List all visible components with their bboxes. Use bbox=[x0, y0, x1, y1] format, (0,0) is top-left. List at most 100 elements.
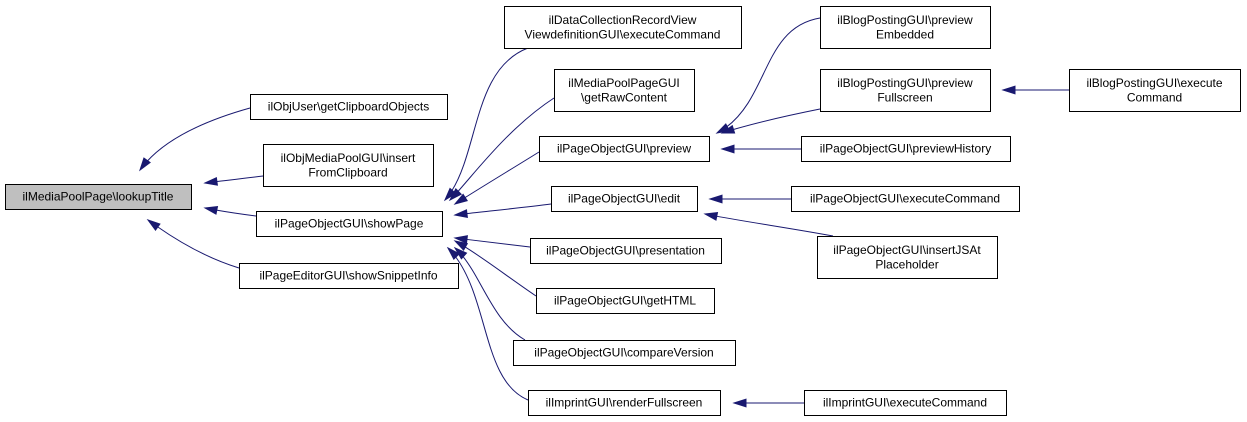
arrowhead bbox=[203, 176, 218, 186]
edge-line bbox=[704, 213, 834, 237]
node-box bbox=[5, 184, 192, 210]
edge-previewfullscreen-to-preview bbox=[720, 108, 821, 134]
edge-insertjsatplaceholder-to-edit bbox=[703, 212, 834, 237]
arrowhead bbox=[732, 398, 747, 408]
node-getrawcontent[interactable]: ilMediaPoolPageGUI\getRawContent bbox=[554, 69, 695, 112]
arrowhead bbox=[139, 157, 151, 172]
node-showsnippetinfo[interactable]: ilPageEditorGUI\showSnippetInfo bbox=[239, 263, 459, 289]
arrowhead bbox=[1001, 85, 1016, 95]
node-edit[interactable]: ilPageObjectGUI\edit bbox=[551, 186, 698, 212]
node-label: Placeholder bbox=[875, 257, 938, 271]
edge-previewhistory-to-preview bbox=[720, 144, 801, 154]
edge-dcexecutecommand-to-showpage bbox=[443, 47, 529, 202]
edge-line bbox=[204, 207, 257, 217]
edge-gethtml-to-showpage bbox=[453, 240, 537, 297]
node-label: ilBlogPostingGUI\execute bbox=[1086, 76, 1222, 90]
node-box bbox=[256, 211, 443, 237]
node-label: ilBlogPostingGUI\preview bbox=[837, 76, 973, 90]
edge-presentation-to-showpage bbox=[453, 235, 531, 248]
nodes-layer: ilMediaPoolPage\lookupTitle ilObjUser\get… bbox=[5, 6, 1241, 416]
arrowhead bbox=[146, 219, 161, 231]
edge-showpage-to-root bbox=[203, 206, 257, 217]
node-renderfullscreen[interactable]: ilImprintGUI\renderFullscreen bbox=[528, 390, 721, 416]
node-getclipboardobjects[interactable]: ilObjUser\getClipboardObjects bbox=[250, 94, 448, 120]
edge-renderfullscreen-to-showpage bbox=[446, 246, 529, 401]
arrowhead bbox=[203, 206, 219, 215]
arrowhead bbox=[448, 187, 463, 202]
node-label: ilPageObjectGUI\insertJSAt bbox=[833, 243, 981, 257]
node-box bbox=[504, 6, 742, 49]
node-compareversion[interactable]: ilPageObjectGUI\compareVersion bbox=[513, 340, 736, 366]
node-box bbox=[801, 136, 1011, 162]
node-label: ilPageObjectGUI\preview bbox=[557, 142, 691, 156]
node-label: ilPageObjectGUI\presentation bbox=[546, 244, 705, 258]
node-dcexecutecommand[interactable]: ilDataCollectionRecordViewViewdefinition… bbox=[504, 6, 742, 49]
node-label: ViewdefinitionGUI\executeCommand bbox=[525, 28, 721, 42]
node-label: ilObjMediaPoolGUI\insert bbox=[281, 151, 416, 165]
node-preview[interactable]: ilPageObjectGUI\preview bbox=[539, 136, 710, 162]
edge-line bbox=[454, 247, 526, 341]
edge-compareversion-to-showpage bbox=[453, 246, 526, 341]
node-box bbox=[551, 186, 698, 212]
arrowhead bbox=[453, 240, 469, 252]
node-imprintexecutecommand[interactable]: ilImprintGUI\executeCommand bbox=[804, 390, 1007, 416]
arrowhead bbox=[708, 194, 723, 204]
edges-layer bbox=[139, 17, 1069, 408]
node-box bbox=[250, 94, 448, 120]
node-previewhistory[interactable]: ilPageObjectGUI\previewHistory bbox=[801, 136, 1011, 162]
node-showpage[interactable]: ilPageObjectGUI\showPage bbox=[256, 211, 443, 237]
node-box bbox=[820, 69, 991, 112]
node-gethtml[interactable]: ilPageObjectGUI\getHTML bbox=[536, 288, 715, 314]
arrowhead bbox=[703, 212, 719, 221]
node-box bbox=[791, 186, 1020, 212]
edge-line bbox=[721, 108, 821, 134]
node-label: \getRawContent bbox=[581, 91, 668, 105]
node-box bbox=[530, 238, 722, 264]
node-label: ilPageObjectGUI\showPage bbox=[275, 217, 424, 231]
edge-line bbox=[204, 175, 264, 184]
node-root[interactable]: ilMediaPoolPage\lookupTitle bbox=[5, 184, 192, 210]
edge-line bbox=[716, 17, 821, 134]
edge-line bbox=[444, 47, 529, 201]
node-box bbox=[513, 340, 736, 366]
node-label: ilPageObjectGUI\compareVersion bbox=[534, 346, 713, 360]
edge-blogexecutecommand-to-previewfullscreen bbox=[1001, 85, 1069, 95]
node-blogexecutecommand[interactable]: ilBlogPostingGUI\executeCommand bbox=[1069, 69, 1241, 112]
arrowhead bbox=[720, 124, 736, 134]
edge-getrawcontent-to-showpage bbox=[448, 97, 555, 202]
node-box bbox=[817, 236, 998, 279]
edge-line bbox=[454, 237, 531, 248]
node-label: Embedded bbox=[876, 28, 934, 42]
edge-showsnippetinfo-to-root bbox=[146, 219, 240, 269]
node-label: ilPageObjectGUI\edit bbox=[568, 192, 681, 206]
node-label: FromClipboard bbox=[308, 165, 387, 179]
arrowhead bbox=[453, 235, 468, 244]
node-label: ilPageObjectGUI\previewHistory bbox=[820, 142, 991, 156]
node-presentation[interactable]: ilPageObjectGUI\presentation bbox=[530, 238, 722, 264]
edge-line bbox=[147, 219, 240, 269]
node-label: Command bbox=[1127, 91, 1182, 105]
node-label: ilObjUser\getClipboardObjects bbox=[268, 100, 429, 114]
node-label: ilImprintGUI\renderFullscreen bbox=[546, 396, 703, 410]
edge-preview-to-showpage bbox=[453, 151, 540, 205]
node-label: ilBlogPostingGUI\preview bbox=[837, 13, 973, 27]
node-label: ilMediaPoolPageGUI bbox=[568, 76, 679, 90]
edge-getclipboardobjects-to-root bbox=[139, 107, 251, 172]
node-label: ilMediaPoolPage\lookupTitle bbox=[23, 190, 174, 204]
arrowhead bbox=[453, 209, 468, 219]
arrowhead bbox=[453, 193, 468, 205]
edge-line bbox=[449, 97, 555, 201]
node-box bbox=[263, 144, 434, 187]
node-label: Fullscreen bbox=[877, 91, 932, 105]
node-pageexecutecommand[interactable]: ilPageObjectGUI\executeCommand bbox=[791, 186, 1020, 212]
arrowhead bbox=[720, 144, 735, 154]
node-label: ilImprintGUI\executeCommand bbox=[823, 396, 987, 410]
edge-imprintexecutecommand-to-renderfullscreen bbox=[732, 398, 804, 408]
node-label: ilPageObjectGUI\executeCommand bbox=[810, 192, 1000, 206]
node-label: ilDataCollectionRecordView bbox=[549, 13, 697, 27]
